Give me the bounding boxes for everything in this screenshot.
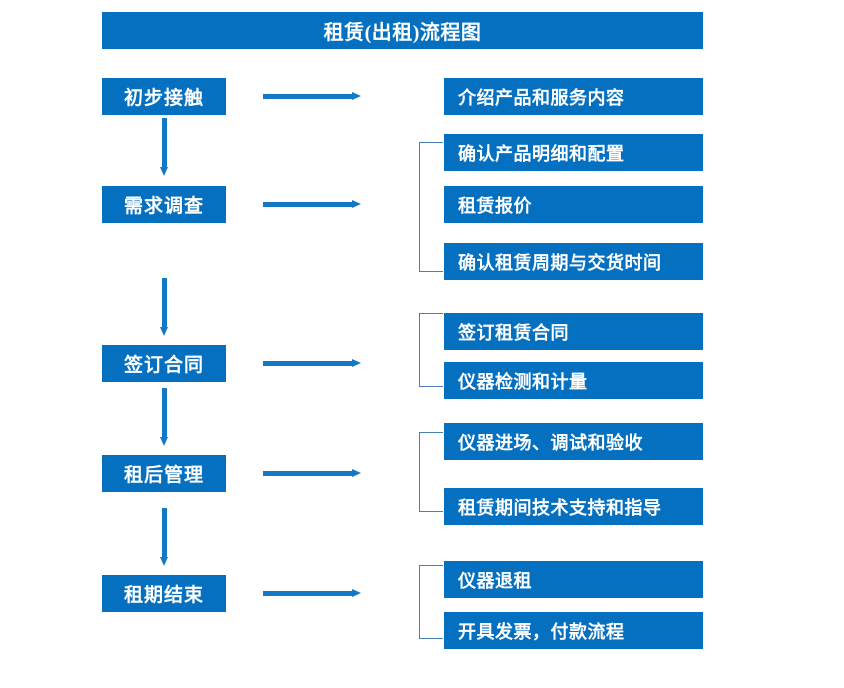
arrow-head-right-icon [352,359,361,367]
detail-box-instrument-delivery-commissioning[interactable]: 仪器进场、调试和验收 [444,423,703,460]
vertical-arrow-1 [160,118,169,176]
bracket-lease-end [419,565,443,639]
horizontal-arrow-5 [263,589,361,598]
detail-box-technical-support[interactable]: 租赁期间技术支持和指导 [444,488,703,525]
stage-box-needs-survey[interactable]: 需求调查 [102,186,226,223]
stage-box-post-rental-management[interactable]: 租后管理 [102,455,226,492]
arrow-shaft [263,94,352,99]
horizontal-arrow-1 [263,92,361,101]
arrow-shaft [263,471,352,476]
arrow-shaft [162,508,167,557]
arrow-shaft [263,591,352,596]
stage-box-sign-contract[interactable]: 签订合同 [102,345,226,382]
arrow-head-right-icon [352,589,361,597]
arrow-head-right-icon [352,469,361,477]
arrow-head-right-icon [352,92,361,100]
arrow-head-down-icon [160,327,168,336]
detail-box-instrument-return[interactable]: 仪器退租 [444,561,703,598]
detail-box-sign-lease-agreement[interactable]: 签订租赁合同 [444,313,703,350]
arrow-head-down-icon [160,167,168,176]
arrow-shaft [162,388,167,437]
arrow-shaft [263,361,352,366]
vertical-arrow-3 [160,388,169,446]
vertical-arrow-2 [160,278,169,336]
horizontal-arrow-4 [263,469,361,478]
arrow-shaft [263,202,352,207]
chart-title: 租赁(出租)流程图 [102,12,703,49]
vertical-arrow-4 [160,508,169,566]
bracket-post-rental-management [419,432,443,512]
detail-box-invoice-payment[interactable]: 开具发票，付款流程 [444,612,703,649]
arrow-shaft [162,118,167,167]
detail-box-confirm-lease-period[interactable]: 确认租赁周期与交货时间 [444,243,703,280]
arrow-shaft [162,278,167,327]
bracket-needs-survey [419,142,443,272]
bracket-sign-contract [419,313,443,387]
detail-box-rental-quotation[interactable]: 租赁报价 [444,186,703,223]
arrow-head-right-icon [352,200,361,208]
detail-box-confirm-product-details[interactable]: 确认产品明细和配置 [444,134,703,171]
arrow-head-down-icon [160,437,168,446]
arrow-head-down-icon [160,557,168,566]
detail-box-instrument-inspection[interactable]: 仪器检测和计量 [444,362,703,399]
horizontal-arrow-2 [263,200,361,209]
detail-box-introduce-products[interactable]: 介绍产品和服务内容 [444,78,703,115]
stage-box-initial-contact[interactable]: 初步接触 [102,78,226,115]
horizontal-arrow-3 [263,359,361,368]
stage-box-lease-end[interactable]: 租期结束 [102,575,226,612]
